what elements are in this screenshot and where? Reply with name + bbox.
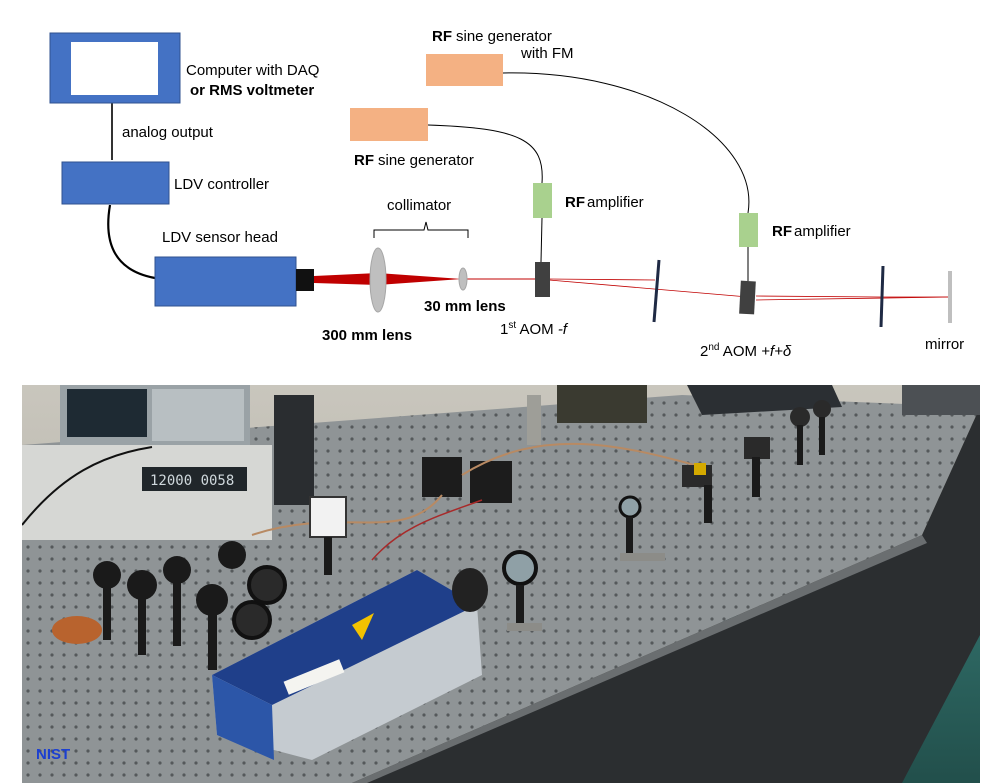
aom-2 xyxy=(739,280,756,315)
computer-label-1: Computer with DAQ xyxy=(186,62,319,79)
setup-diagram: Computer with DAQ or RMS voltmeter analo… xyxy=(49,28,964,360)
lens-30mm xyxy=(458,267,468,291)
red-cable xyxy=(371,499,483,561)
rf-gen-fm-label-2: with FM xyxy=(520,45,574,62)
computer-screen xyxy=(71,42,158,95)
cylinder-post xyxy=(527,395,541,445)
rf-cables xyxy=(461,442,703,476)
lens-300mm xyxy=(369,247,387,313)
oscilloscope-screen xyxy=(67,389,147,437)
power-supply-display xyxy=(142,467,247,491)
mirror xyxy=(948,271,952,323)
optics-cluster xyxy=(93,541,287,670)
ldv-sensor-head-top xyxy=(212,570,477,705)
instrument-right xyxy=(902,385,980,415)
copper-coil xyxy=(52,616,102,644)
sensor-cable xyxy=(107,204,156,280)
computer-label-2: or RMS voltmeter xyxy=(190,82,314,99)
rf-amp-1-box xyxy=(533,183,552,218)
sensor-lens-barrel xyxy=(452,568,488,612)
beam-wide xyxy=(314,273,462,285)
aperture-2 xyxy=(879,265,885,328)
ldv-controller-box xyxy=(61,161,170,205)
rf-amp-2-box xyxy=(739,213,758,247)
rf-cable-1b xyxy=(540,217,543,263)
power-supply-readout: 12000 0058 xyxy=(150,473,234,489)
ldv-sensor-head-label: LDV sensor head xyxy=(162,229,278,246)
target-card xyxy=(309,496,347,538)
table-edge xyxy=(352,535,927,783)
target-post xyxy=(324,537,332,575)
beam-aom1-straight xyxy=(548,278,656,281)
optical-table-side xyxy=(352,407,980,783)
sensor-label xyxy=(283,659,345,695)
rf-gen-box xyxy=(350,108,428,141)
aom-1 xyxy=(535,262,550,297)
aom-1-label: 1st AOM -f xyxy=(500,320,569,338)
rf-cables-2 xyxy=(251,494,443,536)
equipment-box xyxy=(557,385,647,423)
oscilloscope-panel xyxy=(152,389,244,441)
rf-cable-2 xyxy=(502,72,750,214)
lens-mounts xyxy=(502,495,665,631)
collimator-label: collimator xyxy=(387,197,451,214)
ldv-controller-label: LDV controller xyxy=(174,176,269,193)
heat-sink-2 xyxy=(470,461,512,503)
laptop xyxy=(687,385,842,415)
aperture-1 xyxy=(652,259,661,323)
rack-unit xyxy=(274,395,314,505)
beam-aom2-a xyxy=(755,295,881,298)
mirror-label: mirror xyxy=(925,336,964,353)
photo-credit: NIST xyxy=(36,746,70,763)
rf-gen-fm-box xyxy=(426,54,503,86)
rf-cable-1 xyxy=(427,124,543,184)
analog-output-label: analog output xyxy=(122,124,214,141)
lens-30-label: 30 mm lens xyxy=(424,298,506,315)
beam-aom1-deflected xyxy=(548,279,749,298)
beam-aom2-b xyxy=(755,296,951,301)
sensor-head-aperture xyxy=(296,269,314,291)
collimator-brace xyxy=(373,221,469,238)
black-cable xyxy=(22,446,153,526)
lab-photo: 12000 0058 xyxy=(22,385,980,783)
laser-warning-label xyxy=(352,613,374,640)
heat-sink-1 xyxy=(422,457,462,497)
ldv-sensor-head-box xyxy=(154,256,297,307)
aom-2-label: 2nd AOM +f+δ xyxy=(700,342,792,360)
aom-mounts xyxy=(682,400,831,523)
lens-300-label: 300 mm lens xyxy=(322,327,412,344)
power-supply xyxy=(22,445,272,540)
ldv-sensor-head-front xyxy=(212,675,274,760)
